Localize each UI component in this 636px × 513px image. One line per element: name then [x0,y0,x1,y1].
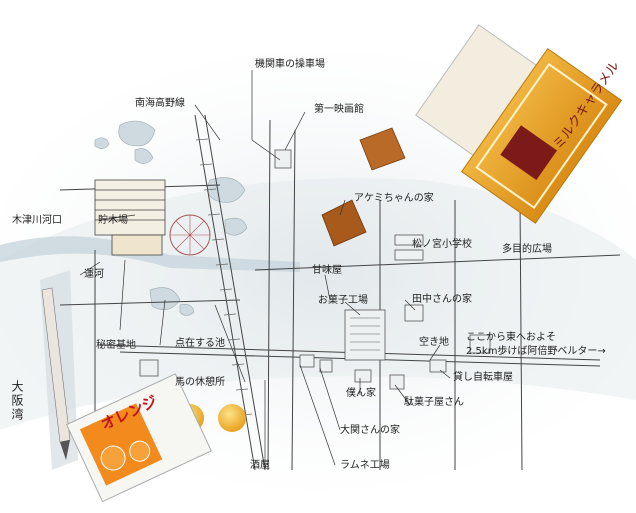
label-liquor-store: 酒屋 [250,460,270,471]
label-my-house: 僕ん家 [346,388,376,399]
label-ozeki-house: 大関さんの家 [340,425,400,436]
label-multipurpose-plaza: 多目的広場 [502,244,552,255]
label-secret-base: 秘密基地 [96,340,136,351]
label-osaka-bay: 大阪湾 [10,380,24,422]
label-walk-to-abeno: 2.5km歩けば阿倍野ベルター→ [466,346,606,357]
caramels [321,127,406,247]
label-ramune-factory: ラムネ工場 [340,460,390,471]
candy-ball [218,404,246,432]
label-nankai-koya-line: 南海高野線 [135,98,185,109]
label-scattered-ponds: 点在する池 [175,338,225,349]
label-kizugawa-estuary: 木津川河口 [12,215,62,226]
label-bicycle-rental: 貸し自転車屋 [453,372,513,383]
rail-ties [195,138,253,416]
label-matsunomiya-school: 松ノ宮小学校 [412,239,472,250]
label-from-here-east: ここから東へおよそ [466,332,556,343]
lumber-yard [94,179,166,256]
factory-stripes [350,317,380,351]
label-akemi-house: アケミちゃんの家 [354,193,434,204]
label-sweets-shop: 甘味屋 [312,265,342,276]
label-locomotive-yard: 機関車の操車場 [255,59,325,70]
buildings [139,149,491,390]
label-lumber-yard: 貯木場 [98,215,128,226]
label-horse-rest-area: 馬の休憩所 [175,377,225,388]
label-tanaka-house: 田中さんの家 [412,294,472,305]
pencil-drawing [41,287,71,460]
leader-lines [79,70,451,466]
label-confectionery-factory: お菓子工場 [318,295,368,306]
label-vacant-lot: 空き地 [419,337,449,348]
label-canal: 運河 [84,269,104,280]
orange-candy-box [65,373,212,503]
ponds [94,120,248,316]
caramel-box [415,24,623,224]
label-first-cinema: 第一映画館 [314,104,364,115]
label-candy-store: 駄菓子屋さん [404,397,464,408]
